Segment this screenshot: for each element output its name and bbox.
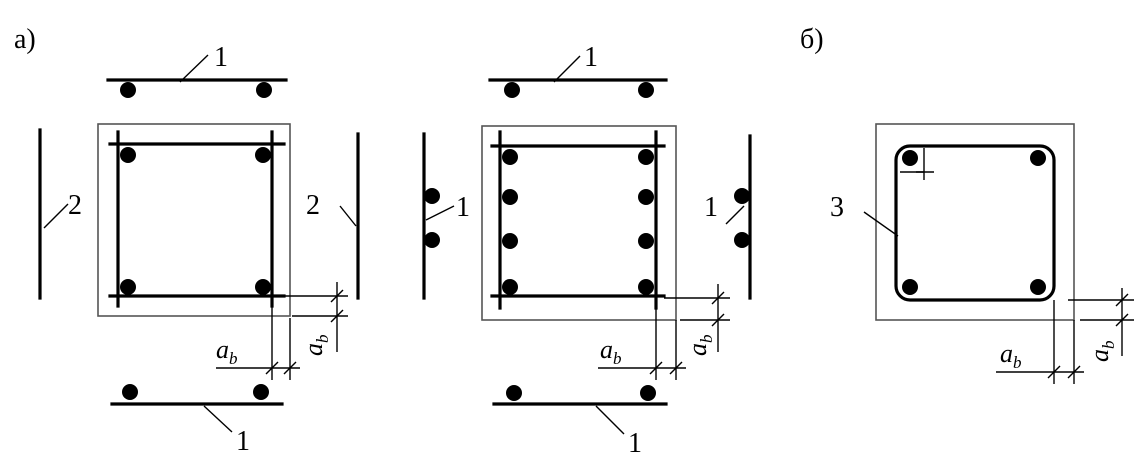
cover-dimension-horizontal: ab	[598, 308, 686, 380]
cover-label-v: ab	[299, 335, 332, 357]
callout-2-right: 2	[306, 190, 320, 221]
diagram-1: 1 2 2 ab	[38, 42, 360, 457]
leader-line	[179, 54, 209, 83]
welded-cage	[894, 144, 1056, 302]
cover-dimension-vertical: ab	[1068, 288, 1134, 362]
top-bar-group: 1	[488, 42, 668, 98]
cover-label-h: ab	[1000, 339, 1022, 372]
callout-1-left: 1	[456, 192, 470, 223]
bottom-bar-group: 1	[110, 384, 284, 457]
callout-3: 3	[830, 192, 844, 223]
cover-dimension-horizontal: ab	[996, 300, 1084, 384]
cover-label-h: ab	[600, 335, 622, 368]
cover-label-v: ab	[1085, 341, 1118, 363]
bottom-bar-group: 1	[492, 385, 668, 459]
callout-1-bottom: 1	[628, 428, 642, 459]
cover-dimension-vertical: ab	[278, 282, 348, 356]
cover-label-v: ab	[683, 335, 716, 357]
panel-label-b: б)	[800, 24, 824, 55]
callout-1-bottom: 1	[236, 426, 250, 457]
cover-dimension-horizontal: ab	[216, 304, 300, 380]
callout-1-right: 1	[704, 192, 718, 223]
callout-1-top: 1	[214, 42, 228, 73]
concrete-section	[875, 123, 1075, 321]
concrete-section	[481, 125, 677, 321]
panel-label-a: а)	[14, 24, 36, 55]
diagram-2: 1 1 1 ab	[422, 42, 752, 459]
concrete-section	[97, 123, 291, 317]
top-bar-group: 1	[106, 42, 288, 98]
cover-dimension-vertical: ab	[664, 284, 730, 356]
callout-1-top: 1	[584, 42, 598, 73]
diagram-3: 3 ab ab	[830, 123, 1134, 384]
cover-label-h: ab	[216, 335, 238, 368]
callout-2-left: 2	[68, 190, 82, 221]
